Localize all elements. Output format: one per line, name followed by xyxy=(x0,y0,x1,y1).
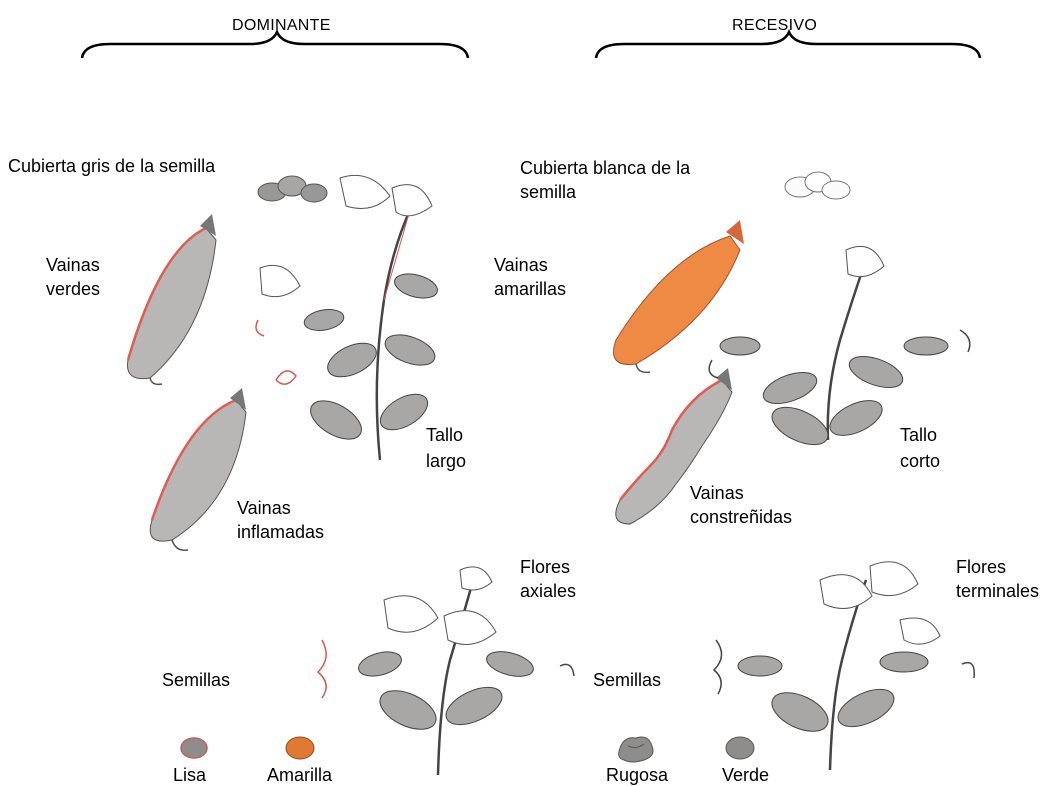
tall-stem-label-line1: Tallo xyxy=(426,424,463,446)
short-stem-plant-icon xyxy=(709,246,970,452)
gray-seed-coat-seeds-icon xyxy=(258,176,327,202)
green-pods-label-line1: Vainas xyxy=(46,254,100,276)
yellow-pods-label-line2: amarillas xyxy=(494,278,566,300)
inflated-pods-label-line2: inflamadas xyxy=(237,521,324,543)
green-seed-label: Verde xyxy=(722,764,769,786)
wrinkled-seed-icon xyxy=(619,737,653,762)
yellow-seed-icon xyxy=(286,737,314,759)
green-pods-label-line2: verdes xyxy=(46,278,100,300)
dominant-seeds-title: Semillas xyxy=(162,669,230,691)
white-seed-coat-label-line1: Cubierta blanca de la xyxy=(520,157,690,179)
wrinkled-seed-label: Rugosa xyxy=(606,764,668,786)
axial-flowers-label-line1: Flores xyxy=(520,556,570,578)
green-seed-icon xyxy=(726,737,754,759)
inflated-pod-icon xyxy=(150,388,246,550)
short-stem-label-line1: Tallo xyxy=(900,424,937,446)
yellow-seed-label: Amarilla xyxy=(267,764,332,786)
dominant-brace xyxy=(82,32,468,58)
white-seed-coat-label-line2: semilla xyxy=(520,181,576,203)
terminal-flowers-plant-icon xyxy=(714,562,974,770)
green-pod-icon xyxy=(127,214,216,384)
smooth-seed-icon xyxy=(181,738,207,758)
yellow-pods-label-line1: Vainas xyxy=(494,254,548,276)
terminal-flowers-label-line1: Flores xyxy=(956,556,1006,578)
axial-flowers-label-line2: axiales xyxy=(520,580,576,602)
tall-stem-plant-icon xyxy=(256,175,440,460)
tall-stem-label-line2: largo xyxy=(426,450,466,472)
gray-seed-coat-label: Cubierta gris de la semilla xyxy=(8,155,215,177)
white-seed-coat-seeds-icon xyxy=(785,172,850,199)
terminal-flowers-label-line2: terminales xyxy=(956,580,1039,602)
constricted-pods-label-line1: Vainas xyxy=(690,482,744,504)
short-stem-label-line2: corto xyxy=(900,450,940,472)
inflated-pods-label-line1: Vainas xyxy=(237,497,291,519)
smooth-seed-label: Lisa xyxy=(173,764,206,786)
constricted-pods-label-line2: constreñidas xyxy=(690,506,792,528)
recessive-seeds-title: Semillas xyxy=(593,669,661,691)
recessive-brace xyxy=(596,32,980,58)
